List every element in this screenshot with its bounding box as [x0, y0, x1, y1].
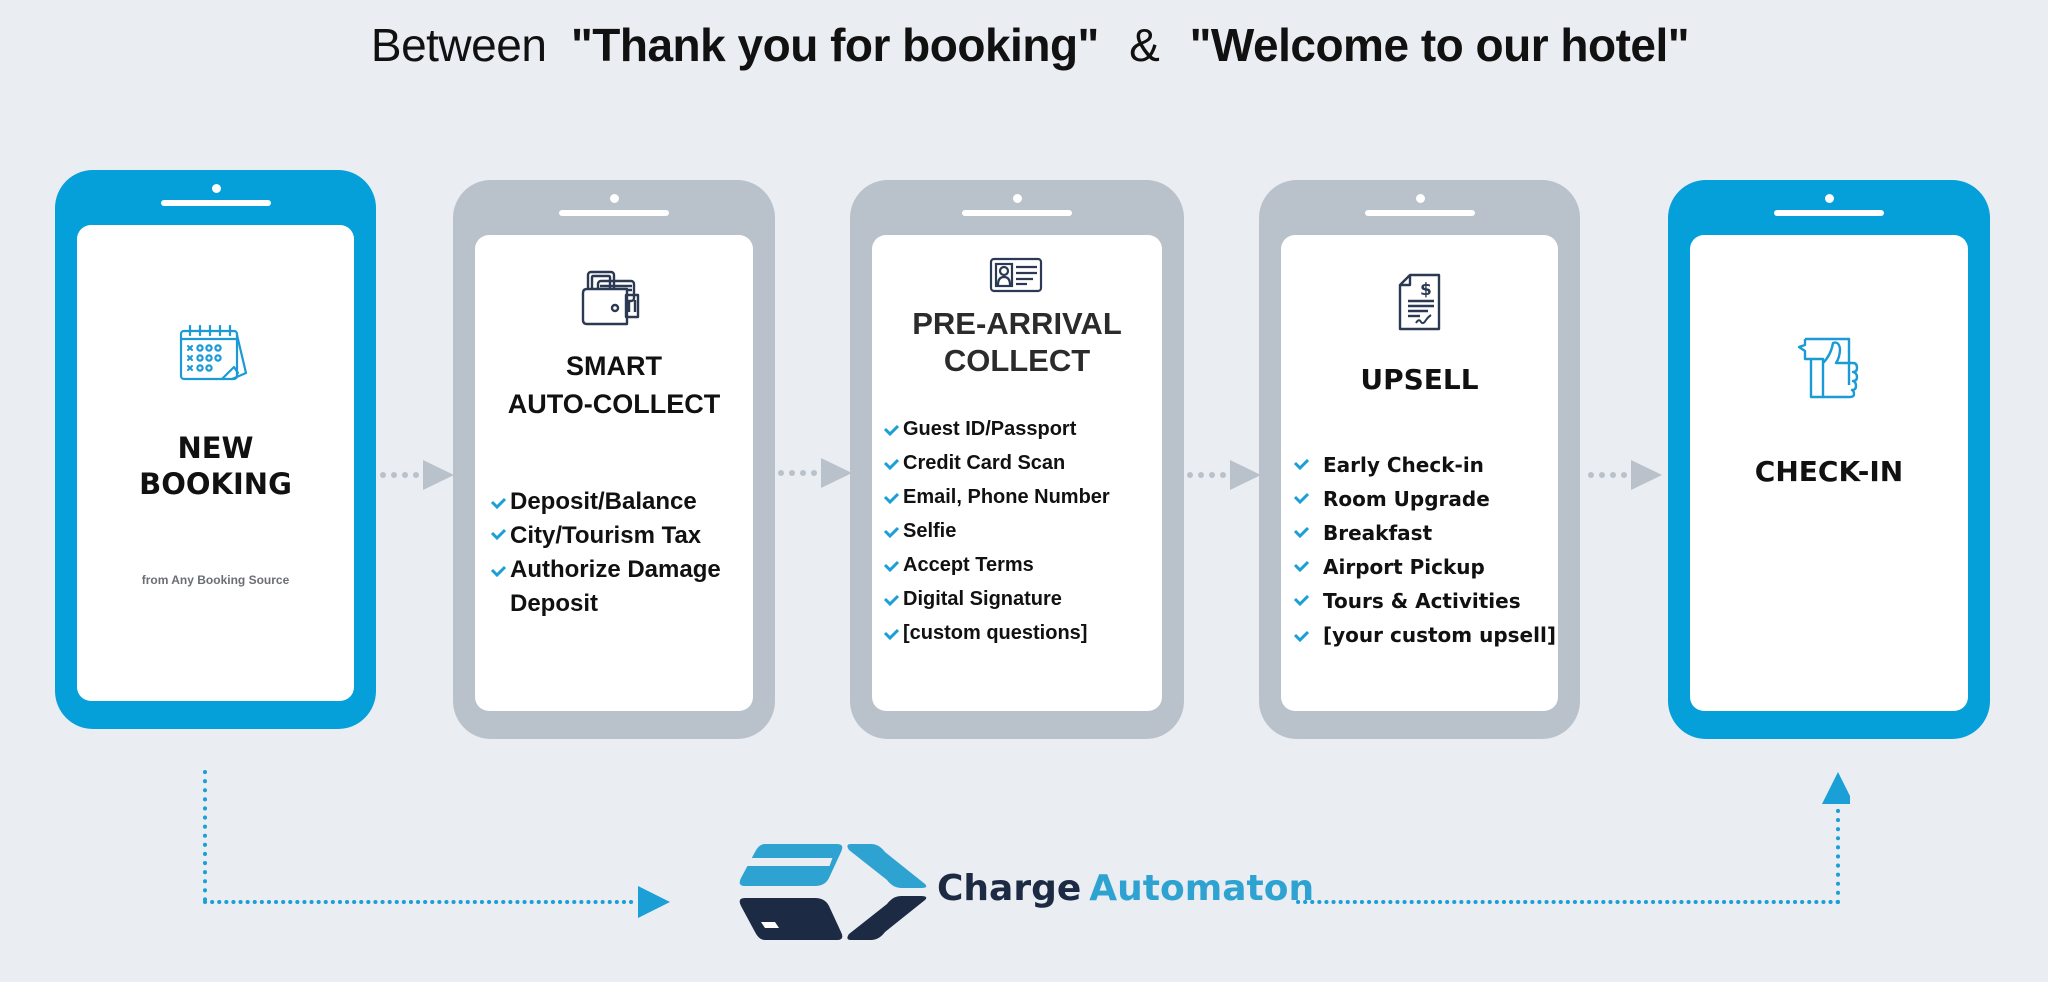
check-icon [883, 548, 900, 593]
phone-screen: NEW BOOKING from Any Booking Source [77, 225, 354, 701]
check-icon [490, 553, 507, 597]
check-icon [1293, 482, 1310, 526]
camera-dot [610, 194, 619, 203]
wallet-icon [580, 269, 642, 329]
page-title: Between "Thank you for booking" & "Welco… [370, 19, 1690, 71]
list-item: Tours & Activities [1293, 584, 1556, 618]
speaker-bar [559, 210, 669, 216]
list-item: Guest ID/Passport [883, 412, 1110, 446]
check-icon [490, 519, 507, 563]
step-new-booking: NEW BOOKING from Any Booking Source [55, 170, 376, 729]
invoice-icon: $ [1398, 273, 1442, 331]
phone-screen: SMART AUTO-COLLECT Deposit/Balance City/… [475, 235, 753, 711]
check-icon [1293, 448, 1310, 492]
list-item-continuation: Deposit [510, 590, 599, 617]
check-icon [883, 582, 900, 627]
list-item: Selfie [883, 514, 1110, 548]
list-item: [custom questions] [883, 616, 1110, 650]
step-subtitle: from Any Booking Source [141, 573, 290, 587]
feature-list: Deposit/Balance City/Tourism Tax Authori… [490, 485, 721, 621]
feature-list: Early Check-in Room Upgrade Breakfast Ai… [1293, 448, 1556, 652]
speaker-bar [962, 210, 1072, 216]
check-icon [883, 514, 900, 559]
flow-line-left [203, 770, 670, 918]
check-icon [1293, 584, 1310, 628]
thumbs-up-icon [1797, 337, 1859, 399]
list-item: Email, Phone Number [883, 480, 1110, 514]
list-item: [your custom upsell] [1293, 618, 1556, 652]
title-quote-booking: "Thank you for booking" [570, 19, 1099, 71]
camera-dot [1415, 194, 1425, 203]
arrow-connector [1588, 460, 1662, 490]
arrow-connector [1187, 460, 1261, 490]
check-icon [883, 446, 900, 491]
speaker-bar [1364, 210, 1475, 216]
list-item: Accept Terms [883, 548, 1110, 582]
arrow-connector [778, 458, 852, 488]
step-check-in: CHECK-IN [1668, 180, 1990, 739]
check-icon [1293, 618, 1310, 662]
charge-automaton-logo-mark [735, 840, 933, 949]
check-icon [883, 616, 900, 661]
phone-screen: $ UPSELL Early Check-in Room Upgrade Bre… [1281, 235, 1558, 711]
list-item: Credit Card Scan [883, 446, 1110, 480]
step-upsell: $ UPSELL Early Check-in Room Upgrade Bre… [1259, 180, 1580, 739]
check-icon [490, 485, 507, 529]
check-icon [1293, 550, 1310, 594]
step-heading: UPSELL [1360, 363, 1479, 396]
list-item: Early Check-in [1293, 448, 1556, 482]
svg-text:$: $ [1420, 280, 1432, 300]
list-item: City/Tourism Tax [490, 519, 721, 553]
check-icon [1293, 516, 1310, 560]
title-quote-welcome: "Welcome to our hotel" [1189, 19, 1690, 71]
check-icon [883, 412, 900, 457]
list-item: Authorize Damage [490, 553, 721, 587]
flow-line-right [1296, 772, 1850, 904]
list-item: Breakfast [1293, 516, 1556, 550]
camera-dot [1013, 194, 1022, 203]
arrow-connector [380, 460, 454, 490]
phone-screen: CHECK-IN [1690, 235, 1968, 711]
check-icon [883, 480, 900, 525]
step-heading: PRE-ARRIVAL COLLECT [912, 306, 1122, 378]
phone-screen: PRE-ARRIVAL COLLECT Guest ID/Passport Cr… [872, 235, 1162, 711]
camera-dot [211, 184, 221, 193]
step-heading: CHECK-IN [1754, 455, 1904, 488]
camera-dot [1825, 194, 1834, 203]
list-item: Airport Pickup [1293, 550, 1556, 584]
list-item: Digital Signature [883, 582, 1110, 616]
list-item: Room Upgrade [1293, 482, 1556, 516]
speaker-bar [160, 200, 271, 206]
speaker-bar [1774, 210, 1884, 216]
list-item: Deposit/Balance [490, 485, 721, 519]
step-heading: NEW BOOKING [139, 431, 292, 501]
feature-list: Guest ID/Passport Credit Card Scan Email… [883, 412, 1110, 650]
id-card-icon [989, 257, 1043, 293]
calendar-icon [178, 323, 250, 383]
step-smart-auto-collect: SMART AUTO-COLLECT Deposit/Balance City/… [453, 180, 775, 739]
step-pre-arrival-collect: PRE-ARRIVAL COLLECT Guest ID/Passport Cr… [850, 180, 1184, 739]
step-heading: SMART AUTO-COLLECT [507, 351, 721, 419]
